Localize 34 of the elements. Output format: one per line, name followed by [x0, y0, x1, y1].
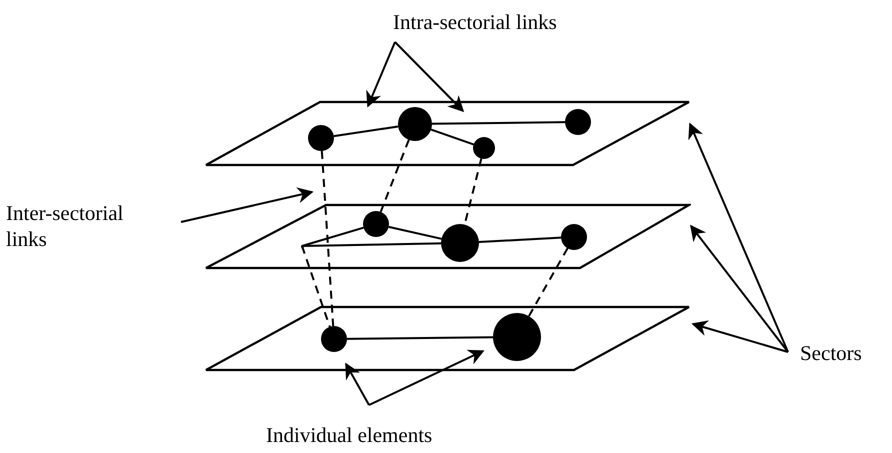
- element-dot: [561, 224, 587, 250]
- link-line: [302, 242, 442, 247]
- label-text: Individual elements: [266, 422, 506, 448]
- arrow: [345, 362, 370, 406]
- element-dot: [398, 107, 432, 141]
- dashed-link-line: [528, 248, 568, 317]
- link-line: [432, 121, 566, 125]
- link-line: [334, 126, 398, 138]
- element-dot: [565, 109, 591, 135]
- label-text: Inter-sectorial links: [6, 200, 166, 252]
- arrow: [180, 187, 314, 223]
- link-line: [388, 226, 442, 240]
- arrow: [688, 122, 789, 352]
- dashed-link-line: [320, 150, 334, 326]
- arrow: [368, 350, 484, 406]
- junction-point: [300, 244, 304, 248]
- label-text: Intra-sectorial links: [393, 9, 633, 36]
- dashed-link-line: [380, 139, 410, 212]
- arrow: [691, 320, 788, 353]
- element-dot: [473, 137, 495, 159]
- dashed-link-line: [301, 246, 331, 328]
- link-line: [478, 236, 562, 243]
- element-dot: [308, 125, 334, 151]
- arrow: [690, 224, 789, 353]
- element-dot: [441, 224, 479, 262]
- element-dot: [363, 211, 389, 237]
- arrow: [366, 42, 396, 108]
- element-dot: [493, 313, 541, 361]
- element-dot: [321, 326, 347, 352]
- link-line: [430, 128, 474, 146]
- link-line: [302, 226, 364, 247]
- link-line: [346, 336, 494, 340]
- arrow: [394, 41, 464, 112]
- label-text: Sectors: [800, 340, 890, 366]
